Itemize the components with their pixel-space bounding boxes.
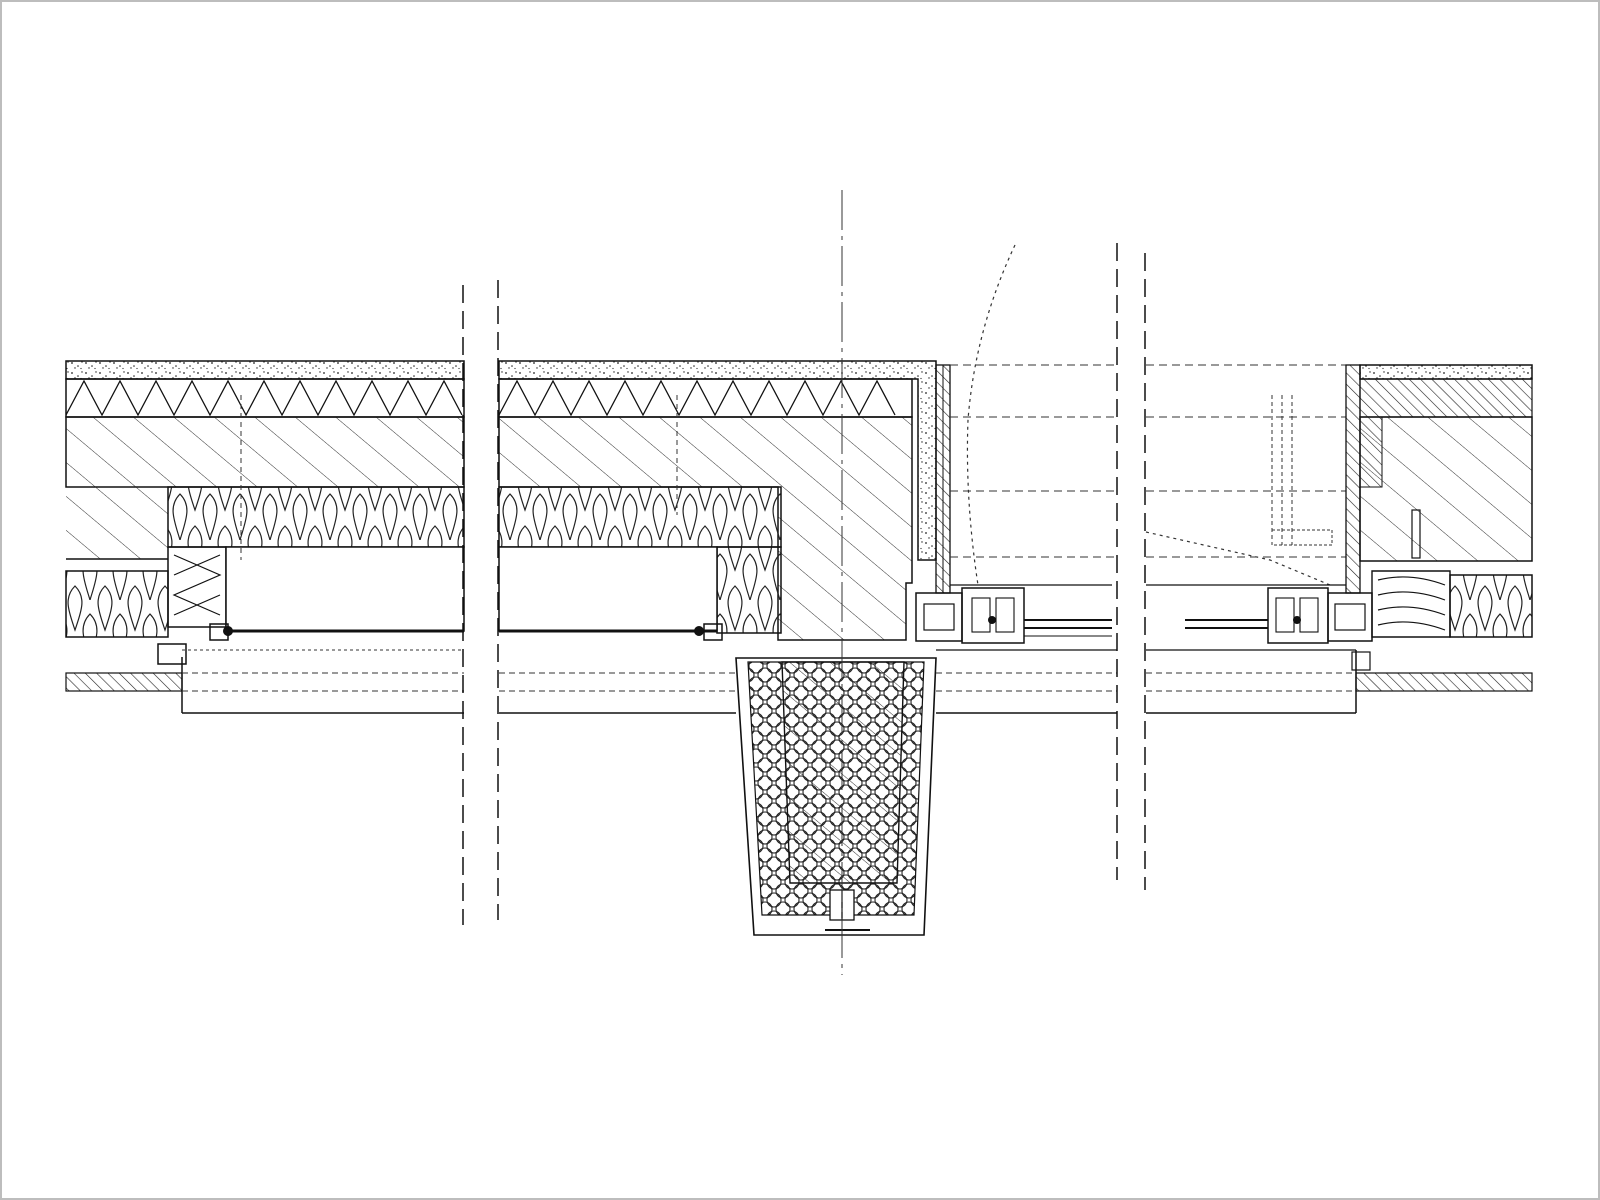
ceiling-finish — [65, 649, 464, 714]
window-frame-profile — [1146, 509, 1421, 644]
wall-lining — [935, 364, 951, 594]
frame-profile — [703, 623, 723, 641]
window-frame-profile — [915, 584, 1112, 644]
ceiling-finish — [499, 649, 1117, 714]
window-opening — [498, 546, 718, 632]
rigid-insulation-layer — [65, 378, 465, 418]
window-opening — [225, 546, 465, 632]
concrete-slab — [65, 416, 465, 560]
overhead-lines — [950, 244, 1117, 586]
frame-profile — [157, 643, 187, 665]
rigid-insulation-layer — [498, 378, 913, 418]
ceiling-finish — [1146, 649, 1533, 714]
side-insulation — [167, 546, 227, 628]
mineral-wool-insulation — [167, 486, 465, 548]
middle-segment — [498, 190, 1117, 975]
concrete-slab — [1359, 364, 1533, 562]
frame-profile — [209, 623, 229, 641]
mineral-wool-insulation — [498, 486, 782, 548]
break-lines — [1116, 243, 1146, 890]
insulated-downstand-beam — [735, 657, 937, 936]
right-segment — [1145, 364, 1533, 714]
frame-fixing — [694, 626, 704, 636]
side-insulation — [1371, 570, 1451, 638]
mineral-wool-insulation-lower — [65, 570, 169, 638]
overhead-lines — [1145, 364, 1346, 586]
left-segment — [65, 360, 465, 714]
wall-lining — [1345, 364, 1361, 594]
mineral-wool-insulation — [1449, 574, 1533, 638]
break-lines — [462, 280, 499, 925]
concrete-topping — [65, 360, 465, 380]
side-insulation — [716, 546, 782, 634]
